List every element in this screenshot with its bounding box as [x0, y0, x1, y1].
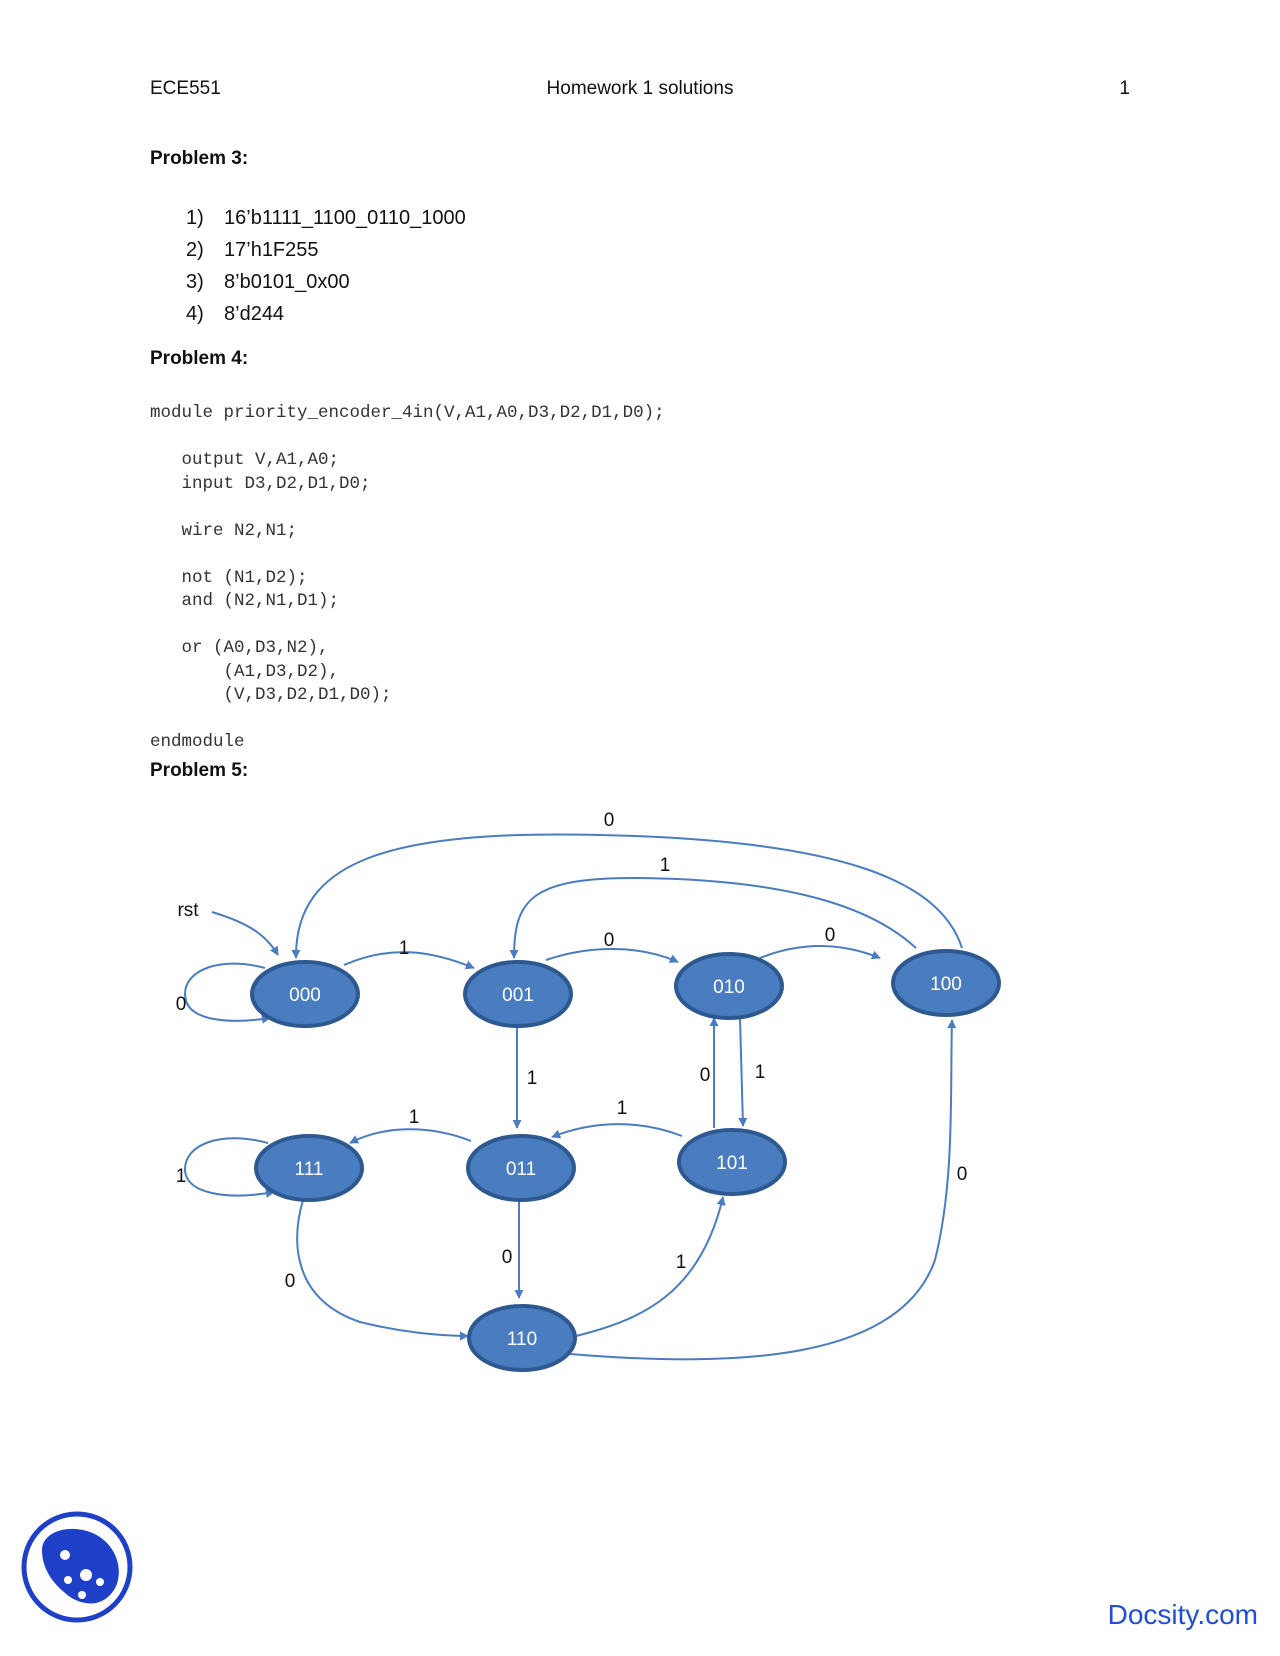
state-label: 110 [507, 1329, 537, 1350]
transition-010-100 [759, 945, 881, 960]
problem-3-heading: Problem 3: [150, 148, 249, 169]
answer-item: 4) 8’d244 [186, 298, 466, 330]
state-label: 111 [295, 1159, 324, 1180]
transition-000-001 [343, 951, 475, 970]
state-label: 010 [713, 977, 745, 998]
state-label: 101 [716, 1153, 748, 1174]
transition-110-100 [569, 1019, 957, 1361]
transition-reset-arrow [211, 911, 279, 956]
reset-label: rst [177, 900, 199, 921]
state-node-001: 001 [463, 960, 573, 1028]
transition-110-101 [575, 1196, 726, 1337]
edge-label: 1 [755, 1062, 766, 1083]
answer-item: 2) 17’h1F255 [186, 234, 466, 266]
edge-label: 0 [700, 1065, 711, 1086]
problem-5-heading: Problem 5: [150, 760, 249, 781]
state-node-000: 000 [250, 960, 360, 1028]
answer-number: 4) [186, 303, 204, 325]
state-label: 100 [930, 974, 962, 995]
transition-111-110 [296, 1199, 469, 1341]
edge-label: 0 [285, 1271, 296, 1292]
state-diagram: 000 001 010 100 111 011 101 110 rst 0 1 … [176, 810, 1001, 1372]
answer-number: 3) [186, 271, 204, 293]
transition-010-101 [738, 1017, 748, 1127]
state-node-110: 110 [467, 1304, 577, 1372]
page-number: 1 [1119, 78, 1130, 99]
state-label: 011 [506, 1159, 536, 1180]
transition-001-010 [545, 948, 679, 963]
edge-label: 1 [399, 938, 410, 959]
answer-text: 8’b0101_0x00 [224, 271, 350, 293]
verilog-code-block: module priority_encoder_4in(V,A1,A0,D3,D… [150, 403, 665, 752]
transition-011-111 [349, 1128, 472, 1144]
answer-number: 2) [186, 239, 204, 261]
answer-item: 1) 16’b1111_1100_0110_1000 [186, 202, 466, 234]
edge-label: 0 [957, 1164, 968, 1185]
answer-text: 8’d244 [224, 303, 285, 325]
edge-label: 0 [604, 810, 615, 831]
edge-label: 0 [502, 1247, 513, 1268]
transition-100-001 [509, 876, 917, 959]
transition-101-011 [551, 1123, 683, 1139]
answer-item: 3) 8’b0101_0x00 [186, 266, 466, 298]
transition-self-111 [183, 1137, 275, 1198]
edge-label: 0 [176, 994, 187, 1015]
state-node-111: 111 [254, 1134, 364, 1202]
edge-label: 0 [604, 930, 615, 951]
document-title: Homework 1 solutions [546, 78, 734, 99]
docsity-brand-link[interactable]: Docsity.com [1107, 1599, 1258, 1630]
edge-label: 1 [617, 1098, 628, 1119]
transition-self-000 [183, 962, 271, 1024]
state-node-011: 011 [466, 1134, 576, 1202]
state-label: 001 [502, 985, 534, 1006]
problem-3-answer-list: 1) 16’b1111_1100_0110_1000 2) 17’h1F255 3)… [186, 202, 466, 330]
edge-label: 1 [409, 1107, 420, 1128]
edge-label: 1 [176, 1166, 187, 1187]
edge-label: 1 [527, 1068, 538, 1089]
state-node-101: 101 [677, 1128, 787, 1196]
docsity-logo-icon [21, 1511, 133, 1623]
transition-100-000 [291, 833, 963, 959]
edge-label: 0 [825, 925, 836, 946]
answer-text: 16’b1111_1100_0110_1000 [224, 207, 466, 229]
state-node-010: 010 [674, 952, 784, 1020]
answer-number: 1) [186, 207, 204, 229]
state-label: 000 [289, 985, 321, 1006]
course-code: ECE551 [150, 78, 221, 99]
problem-4-heading: Problem 4: [150, 348, 249, 369]
edge-label: 1 [660, 855, 671, 876]
answer-text: 17’h1F255 [224, 239, 319, 261]
edge-label: 1 [676, 1252, 687, 1273]
state-node-100: 100 [891, 949, 1001, 1017]
